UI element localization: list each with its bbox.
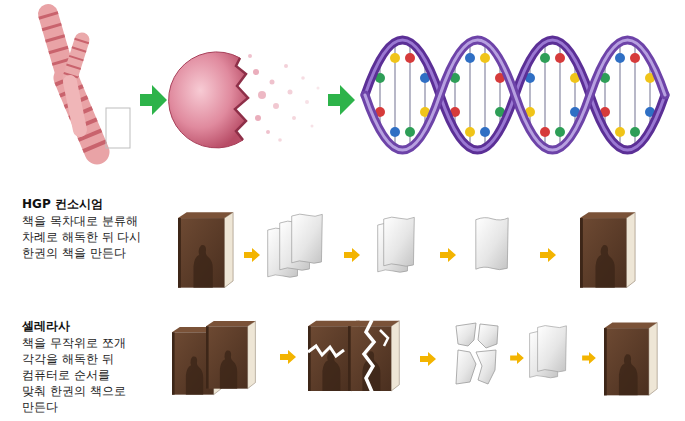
row-heading: 셀레라사	[22, 318, 134, 334]
chromatid	[70, 82, 80, 130]
book-crack	[380, 330, 388, 346]
dna-strand	[365, 40, 665, 150]
cell-break-edge	[235, 58, 248, 140]
yellow-arrow	[540, 248, 556, 262]
torn-pages	[456, 323, 498, 384]
yellow-arrow	[280, 350, 296, 364]
dna-strand-highlight	[365, 40, 665, 150]
hgp-row	[178, 212, 635, 287]
celera-row	[172, 320, 657, 395]
yellow-arrow	[440, 248, 456, 262]
row-description: 책을 목차대로 분류해 차례로 해독한 뒤 다시 한권의 책을 만든다	[22, 213, 157, 261]
book	[178, 212, 233, 287]
page	[384, 217, 415, 266]
green-arrow	[328, 85, 355, 115]
broken-cell	[169, 52, 320, 148]
book	[206, 321, 255, 389]
cell-fragments	[248, 54, 320, 142]
book	[604, 323, 657, 396]
yellow-arrow	[344, 248, 360, 262]
zoom-box	[106, 108, 130, 148]
chromosome	[48, 14, 130, 152]
dna-strand	[365, 40, 665, 150]
yellow-arrow	[244, 248, 260, 262]
yellow-arrow	[582, 352, 596, 364]
chromatid	[66, 78, 97, 152]
yellow-arrow	[510, 352, 524, 364]
row-description: 책을 무작위로 쪼개 각각을 해독한 뒤 컴퓨터로 순서를 맞춰 한권의 책으로…	[22, 335, 134, 415]
row-heading: HGP 컨소시엄	[22, 196, 167, 212]
cell-sphere	[169, 52, 248, 148]
page	[292, 214, 323, 263]
green-arrow	[140, 85, 167, 115]
chromosome-band	[66, 78, 97, 152]
book-crack	[308, 346, 344, 356]
page	[476, 218, 508, 270]
dna-strand-highlight	[365, 40, 665, 150]
dna-helix	[365, 40, 665, 150]
page	[538, 326, 567, 372]
yellow-arrow	[420, 352, 436, 366]
chromosome-band	[70, 40, 82, 78]
chromatid	[70, 40, 82, 78]
book	[580, 212, 635, 287]
broken-book	[348, 321, 399, 391]
book-crack	[364, 320, 374, 392]
